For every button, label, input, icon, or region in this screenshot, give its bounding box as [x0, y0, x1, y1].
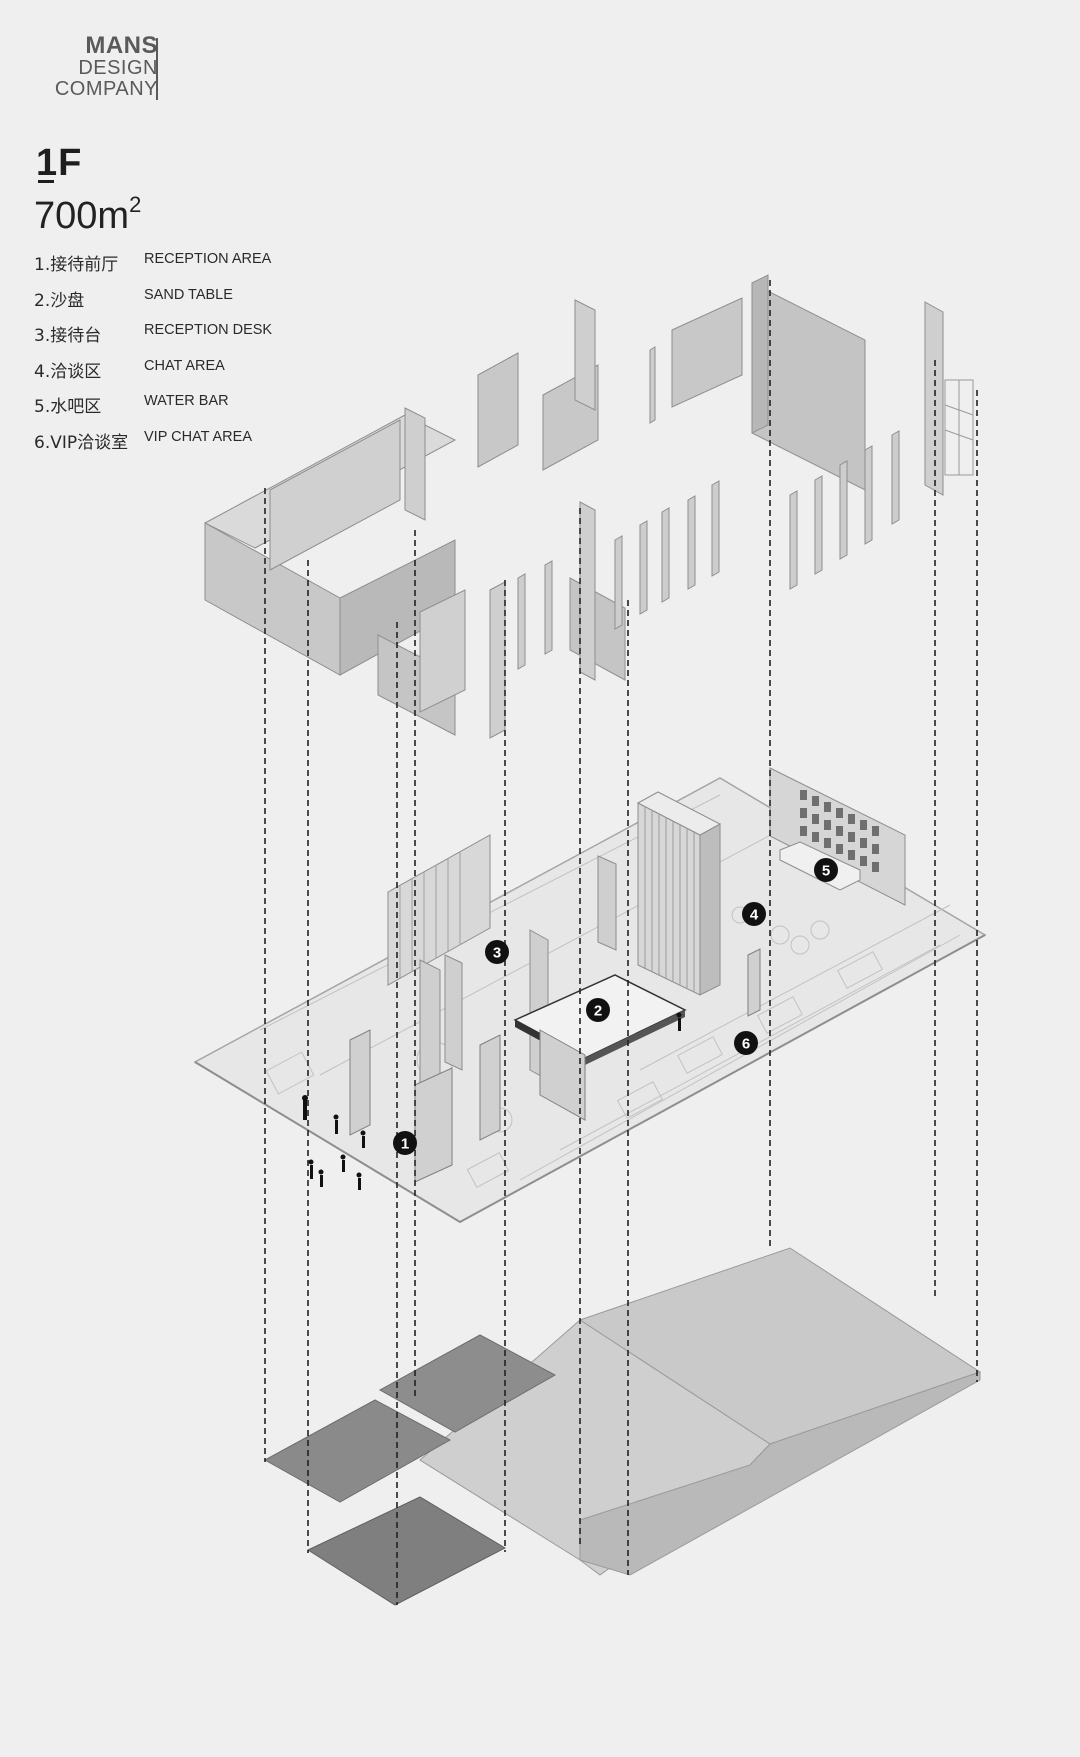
long-wall — [751, 282, 866, 491]
front-tower — [579, 501, 596, 681]
marker-1: 1 — [393, 1131, 417, 1155]
area-markers: 1 2 3 4 5 6 — [393, 858, 838, 1155]
logo-line-1: MANS — [85, 32, 158, 59]
marker-2: 2 — [586, 998, 610, 1022]
legend-en: CHAT AREA — [144, 357, 225, 374]
slab-small-dark-left — [263, 1399, 452, 1503]
logo-line-2: DESIGN — [78, 57, 158, 79]
area-exponent: 2 — [129, 192, 142, 217]
slab-square-dark — [306, 1496, 507, 1606]
legend-cn: 1.接待前厅 — [34, 255, 119, 275]
lattice-frame — [944, 379, 974, 476]
front-wall-c — [489, 581, 506, 739]
rear-panel-b — [671, 297, 743, 408]
glass-panel-2 — [414, 1067, 453, 1183]
marker-label: 3 — [493, 945, 501, 962]
legend-cn: 2.沙盘 — [34, 290, 85, 311]
floor-underline — [38, 180, 54, 183]
marker-label: 2 — [594, 1003, 602, 1020]
marker-3: 3 — [485, 940, 509, 964]
glass-panel-3 — [479, 1034, 501, 1141]
right-fins — [789, 430, 900, 590]
marker-5: 5 — [814, 858, 838, 882]
slab-large-front — [579, 1371, 981, 1576]
legend-cn: 6.VIP洽谈室 — [34, 432, 129, 453]
logo-line-3: COMPANY — [54, 78, 158, 100]
slab-small-dark-top — [378, 1334, 557, 1433]
left-screen-wall — [387, 834, 491, 986]
legend-en: WATER BAR — [144, 393, 229, 410]
long-wall-end — [751, 274, 769, 434]
sand-table-side — [585, 1010, 685, 1065]
left-screen-fins — [399, 852, 461, 978]
glass-panel-4 — [539, 1029, 586, 1121]
marker-label: 1 — [401, 1136, 409, 1153]
floor-edge-front — [194, 934, 986, 1224]
room-block-inner — [269, 419, 401, 571]
base-slabs — [263, 1247, 982, 1606]
company-logo: MANS DESIGN COMPANY — [30, 34, 158, 100]
area-value: 700m — [34, 195, 130, 237]
post-b — [444, 954, 463, 1071]
projection-lines — [264, 280, 978, 1605]
marker-label: 5 — [822, 863, 830, 880]
legend-cn: 4.洽谈区 — [34, 361, 102, 382]
room-tower — [404, 407, 426, 521]
legend-en: SAND TABLE — [144, 286, 233, 303]
glass-panel-5 — [747, 948, 761, 1017]
logo-divider — [156, 38, 158, 100]
central-tower-side — [699, 823, 721, 996]
glass-panel-1 — [349, 1029, 371, 1136]
marker-6: 6 — [734, 1031, 758, 1055]
rear-tower — [574, 299, 596, 411]
lattice-tower — [924, 301, 944, 496]
central-tower-face — [637, 802, 701, 996]
legend-en: RECEPTION DESK — [144, 322, 273, 339]
marker-label: 4 — [750, 907, 759, 924]
floor-label: 1F — [36, 142, 83, 184]
legend-cn: 5.水吧区 — [34, 397, 102, 418]
people-figures — [302, 1012, 682, 1190]
upper-walls — [203, 274, 974, 739]
legend-en: VIP CHAT AREA — [144, 428, 252, 445]
legend-en: RECEPTION AREA — [144, 251, 272, 267]
legend-cn: 3.接待台 — [34, 326, 102, 347]
rear-wall-a — [477, 352, 519, 468]
post-d — [597, 855, 617, 951]
water-bar-shelving — [800, 790, 879, 872]
rear-panel-a — [649, 346, 656, 424]
marker-4: 4 — [742, 902, 766, 926]
central-tower-top — [636, 791, 722, 836]
fin-row — [517, 480, 720, 670]
front-wall-b — [419, 589, 466, 713]
floor-area: 700m2 — [34, 192, 141, 238]
central-tower-fins — [644, 807, 695, 992]
marker-label: 6 — [742, 1036, 750, 1053]
